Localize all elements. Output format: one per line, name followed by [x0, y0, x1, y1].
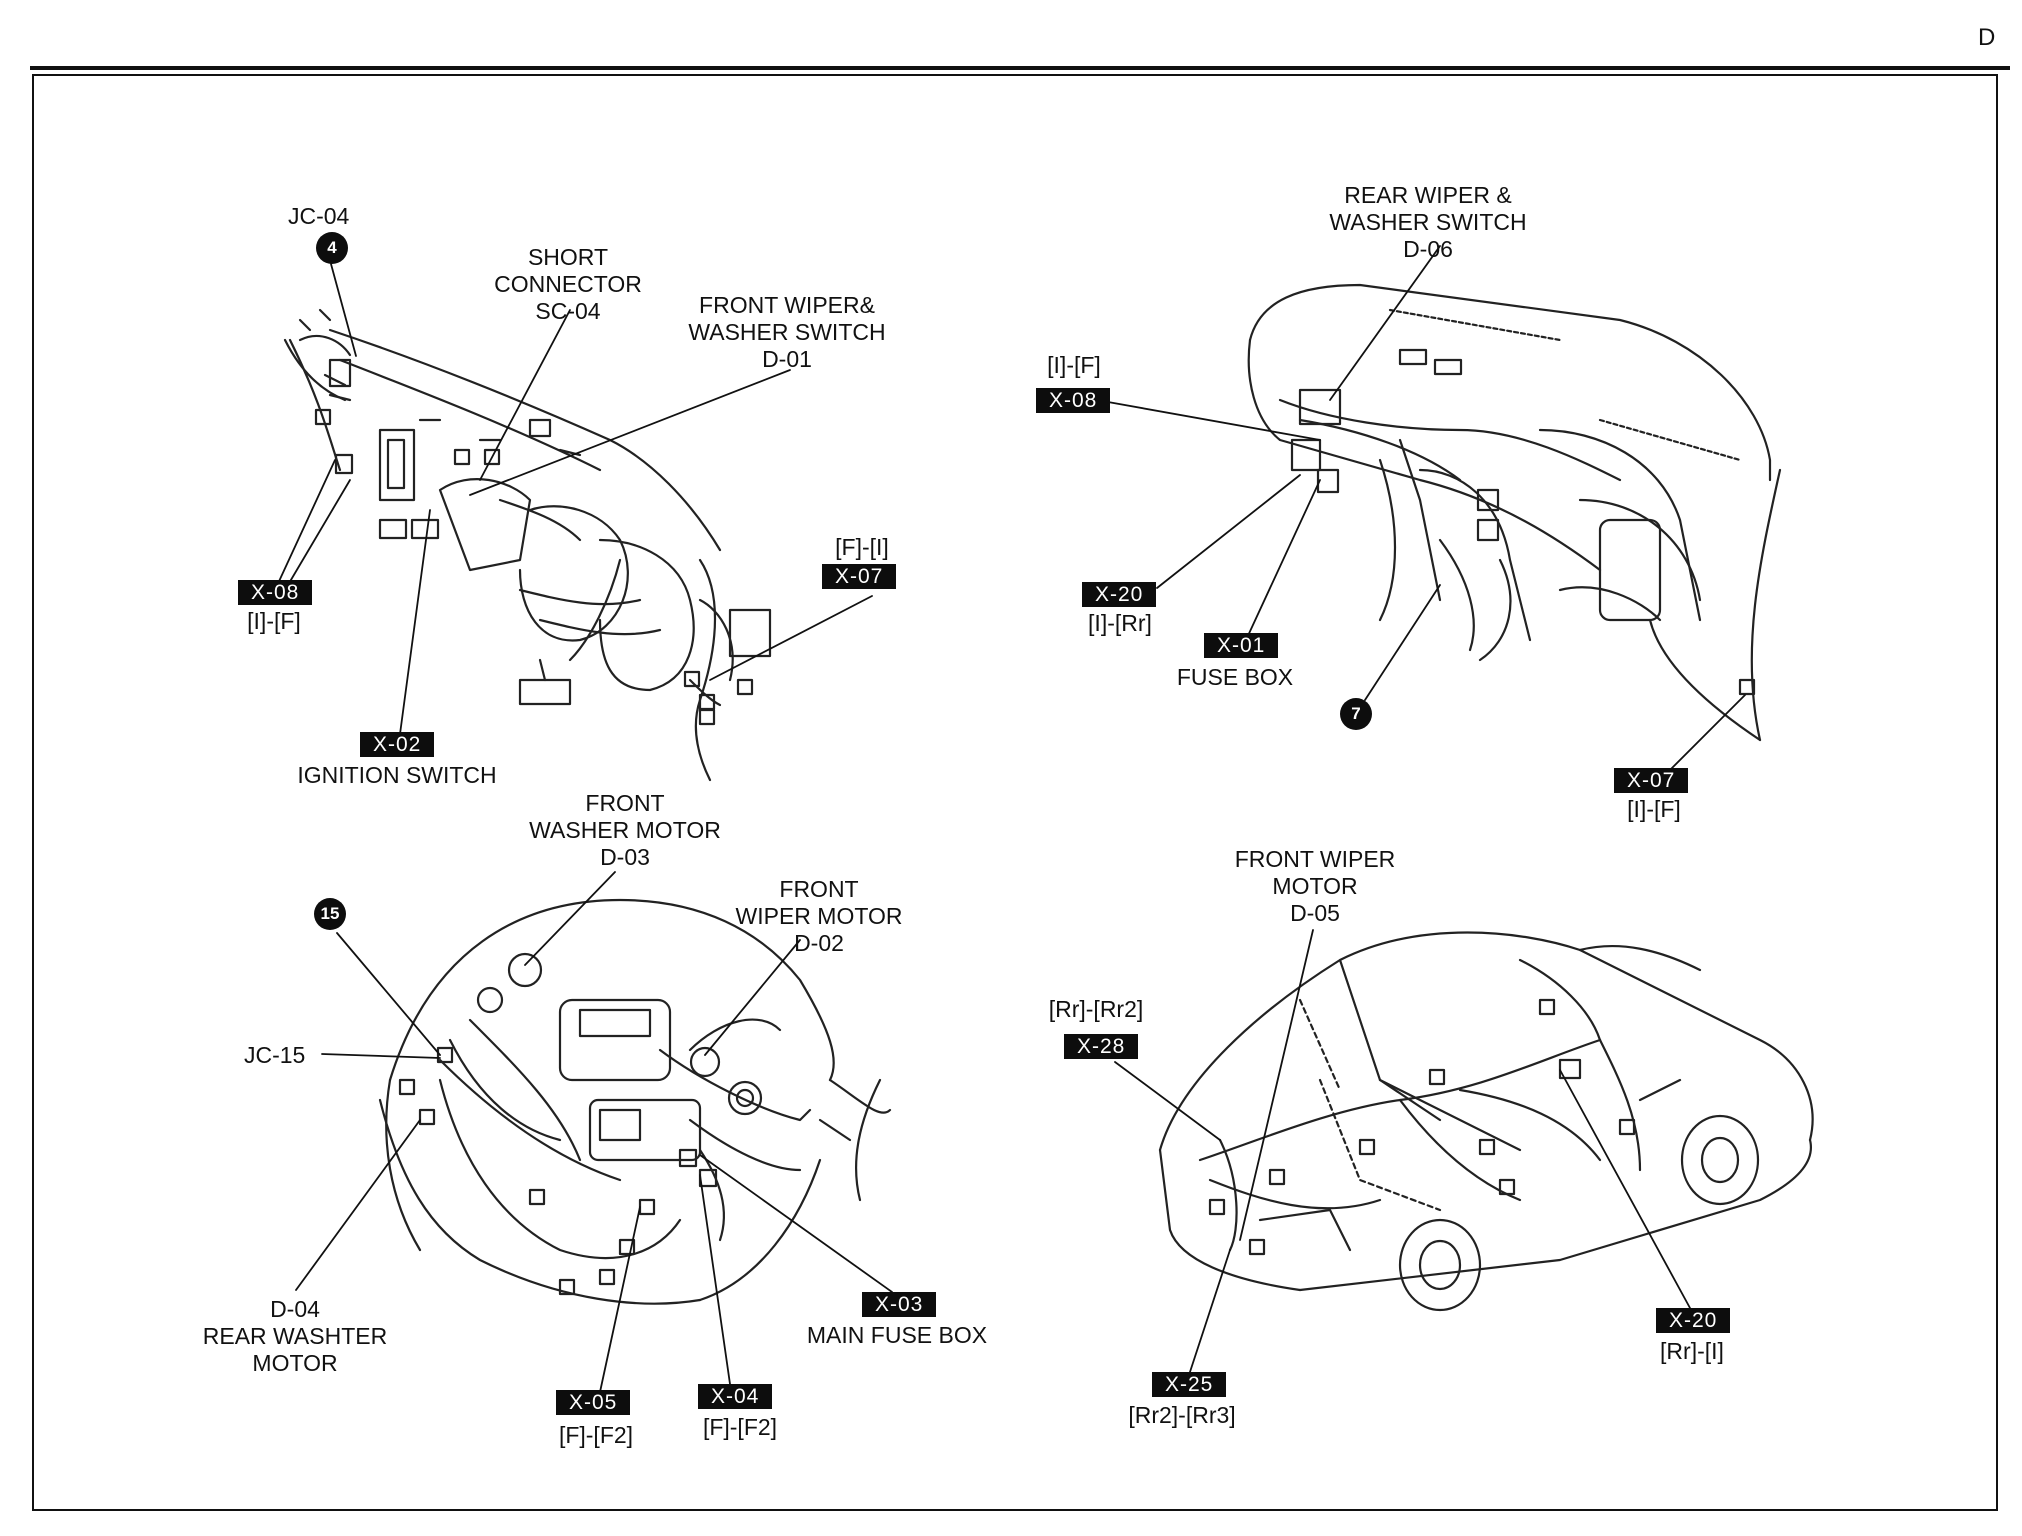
short-connector-sc-04-label: SHORT CONNECTOR SC-04 [494, 244, 642, 324]
connector-x-25-ref: [Rr2]-[Rr3] [1128, 1402, 1236, 1428]
connector-x-08-ref: [I]-[F] [247, 608, 301, 634]
connector-x-08-tag-rear: X-08 [1036, 388, 1111, 413]
rear-washer-motor-d-04-label: D-04 REAR WASHTER MOTOR [202, 1296, 388, 1376]
engine-bay-illustration [378, 898, 892, 1305]
front-wiper-motor-d-05-label: FRONT WIPER MOTOR D-05 [1234, 846, 1396, 926]
connector-x-04-ref: [F]-[F2] [702, 1414, 778, 1440]
connector-x-20-ref-body: [Rr]-[I] [1660, 1338, 1724, 1364]
fuse-box-label: FUSE BOX [1176, 664, 1294, 690]
connector-x-28-tag: X-28 [1064, 1034, 1139, 1059]
connector-x-08-ref-rear: [I]-[F] [1047, 352, 1101, 378]
connector-x-03-tag: X-03 [862, 1292, 937, 1317]
junction-7-marker: 7 [1340, 698, 1372, 730]
junction-jc-04-label: JC-04 [288, 203, 350, 229]
junction-jc-15-label: JC-15 [244, 1042, 306, 1068]
page-section-letter: D [1978, 24, 1996, 51]
leader-lines [274, 245, 1746, 1393]
connector-x-04-tag: X-04 [698, 1384, 773, 1409]
connector-x-20-tag-body: X-20 [1656, 1308, 1731, 1333]
junction-15-marker: 15 [314, 898, 346, 930]
connector-x-20-ref-dash: [I]-[Rr] [1088, 610, 1152, 636]
connector-x-20-tag-dash: X-20 [1082, 582, 1157, 607]
header-rule [30, 66, 2010, 70]
rear-wiper-washer-switch-label: REAR WIPER & WASHER SWITCH D-06 [1329, 182, 1527, 262]
ignition-switch-label: IGNITION SWITCH [297, 762, 497, 788]
front-wiper-motor-d-02-label: FRONT WIPER MOTOR D-02 [735, 876, 903, 956]
connector-x-25-tag: X-25 [1152, 1372, 1227, 1397]
connector-x-02-tag: X-02 [360, 732, 435, 757]
connector-x-07-tag: X-07 [822, 564, 897, 589]
connector-x-05-ref: [F]-[F2] [558, 1422, 634, 1448]
connector-x-28-ref: [Rr]-[Rr2] [1048, 996, 1144, 1022]
dashboard-rear-illustration [1247, 283, 1782, 742]
connector-x-07-ref-rear: [I]-[F] [1627, 796, 1681, 822]
connector-x-07-tag-rear: X-07 [1614, 768, 1689, 793]
dashboard-front-illustration [283, 308, 772, 782]
front-wiper-washer-switch-label: FRONT WIPER& WASHER SWITCH D-01 [688, 292, 886, 372]
vehicle-body-illustration [1158, 931, 1814, 1312]
connector-x-08-tag: X-08 [238, 580, 313, 605]
front-washer-motor-d-03-label: FRONT WASHER MOTOR D-03 [529, 790, 721, 870]
diagram-frame [32, 74, 1998, 1511]
junction-4-marker: 4 [316, 232, 348, 264]
connector-x-07-ref: [F]-[I] [835, 534, 889, 560]
connector-x-05-tag: X-05 [556, 1390, 631, 1415]
connector-x-01-tag: X-01 [1204, 633, 1279, 658]
main-fuse-box-label: MAIN FUSE BOX [806, 1322, 988, 1348]
